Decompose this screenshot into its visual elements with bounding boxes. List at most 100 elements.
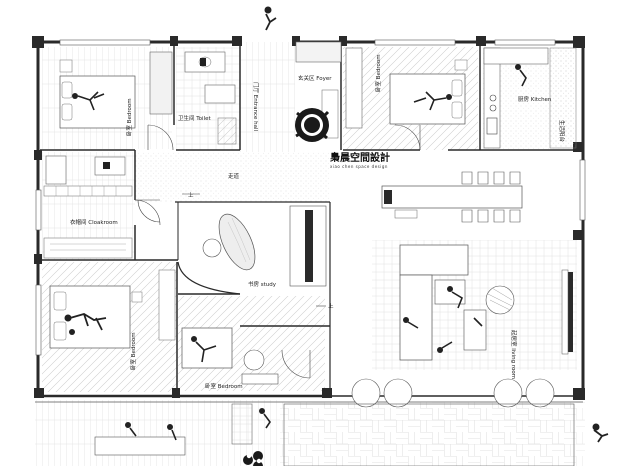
bedroom-s: 卧室 Bedroom [181,327,279,390]
wardrobe [149,51,173,115]
studio-subtitle: xiao chen space design [330,164,388,169]
raised-deck [283,403,575,466]
round-stool [525,378,555,408]
dresser [45,155,67,185]
kitchen: 厨房 Kitchen 生活阳台 [483,47,577,149]
cloakroom-label: 衣帽间 Cloakroom [70,218,118,226]
table-end [384,190,392,204]
person-figure [77,91,105,111]
tv-console [561,269,569,355]
wardrobe [345,47,363,129]
bedroom-sw: 卧室 Bedroom [49,269,176,370]
cloakroom: 衣帽间 Cloakroom [43,155,133,259]
dining-table [381,185,523,209]
toilet-label: 卫生间 Toilet [178,114,211,122]
tree-plant [295,108,330,142]
bedroom-s-label: 卧室 Bedroom [205,382,243,390]
dining [381,171,523,223]
chair-row-bottom [461,209,521,223]
person-figure [407,291,483,349]
person-figure [69,313,107,331]
desk [241,373,279,385]
stool [103,162,110,169]
hanger-lines [50,243,126,251]
bedroom-ne: 卧室 Bedroom [345,47,468,129]
toilet-room: 卫生间 Toilet [178,51,237,145]
lounge-bench [94,436,186,456]
person-head [447,286,453,292]
hob [489,104,497,112]
rug-weave [487,287,513,311]
person-head [72,93,78,99]
bench [394,209,418,219]
person-figure [519,69,527,87]
toilet-bowl [200,58,206,66]
person-head [69,329,75,335]
person-head [191,336,197,342]
foyer-cabinet [295,41,342,63]
study: 书房 study 上 [177,205,334,310]
pillow [451,101,463,119]
studio-name: 梟晨空間設計 [329,151,390,164]
person-head [515,64,521,70]
shrub [243,451,263,466]
pillow [451,79,463,97]
sofa [399,244,469,276]
round-stool [351,378,381,408]
pillow [53,291,67,311]
bathtub [204,84,236,104]
armchair [463,309,487,351]
person-head [437,347,443,353]
nightstand [131,291,143,303]
person-head [125,422,131,428]
stair-up-label-corridor: 上 [188,191,194,199]
bookshelf-fill [305,210,313,282]
wardrobe-row [43,185,133,197]
bedroom-nw: 卧室 Bedroom [59,51,173,136]
person-head [64,314,72,322]
bed [59,75,136,129]
wardrobe-bottom [43,237,133,259]
round-stool [383,378,413,408]
entry-person [264,6,277,31]
bed [181,327,233,369]
terrace-person-right [592,423,609,443]
person-head [403,317,409,323]
desk [218,213,256,271]
service-balcony-label: 生活阳台 [558,120,566,143]
person-head [446,94,452,100]
wardrobe-row-divider [55,186,117,196]
pillow [61,103,73,121]
corridor-floor [135,152,330,202]
side-cabinet [158,269,176,341]
nightstand [59,59,73,73]
person-head [259,408,265,414]
counter [483,47,549,65]
south-terrace [35,378,583,466]
chair [202,238,222,258]
chair-row-top [461,171,521,185]
chair [243,349,265,371]
person-figure [129,427,177,441]
bedroom-sw-label: 卧室 Bedroom [129,332,137,370]
planter [231,403,253,445]
coffee-table [434,279,466,305]
person-figure [195,341,217,363]
living-label: 起居室 living room [510,330,518,379]
foyer-label: 玄关区 Foyer [298,74,332,82]
person-figure [263,413,271,429]
wall-columns [32,36,585,400]
entrance-area: 门厅 Entrance hall 玄关区 Foyer [252,41,342,139]
person-figure [413,91,447,111]
windows [35,39,586,356]
doors [134,124,421,379]
bedroom-nw-label: 卧室 Bedroom [125,98,133,136]
curved-wall [177,261,241,295]
pillow [61,81,73,99]
living-room: 起居室 living room [399,244,569,379]
hob [489,94,497,102]
study-label: 书房 study [248,280,277,288]
stair-up-label-study: 上 [328,302,334,310]
person-head [167,424,173,430]
